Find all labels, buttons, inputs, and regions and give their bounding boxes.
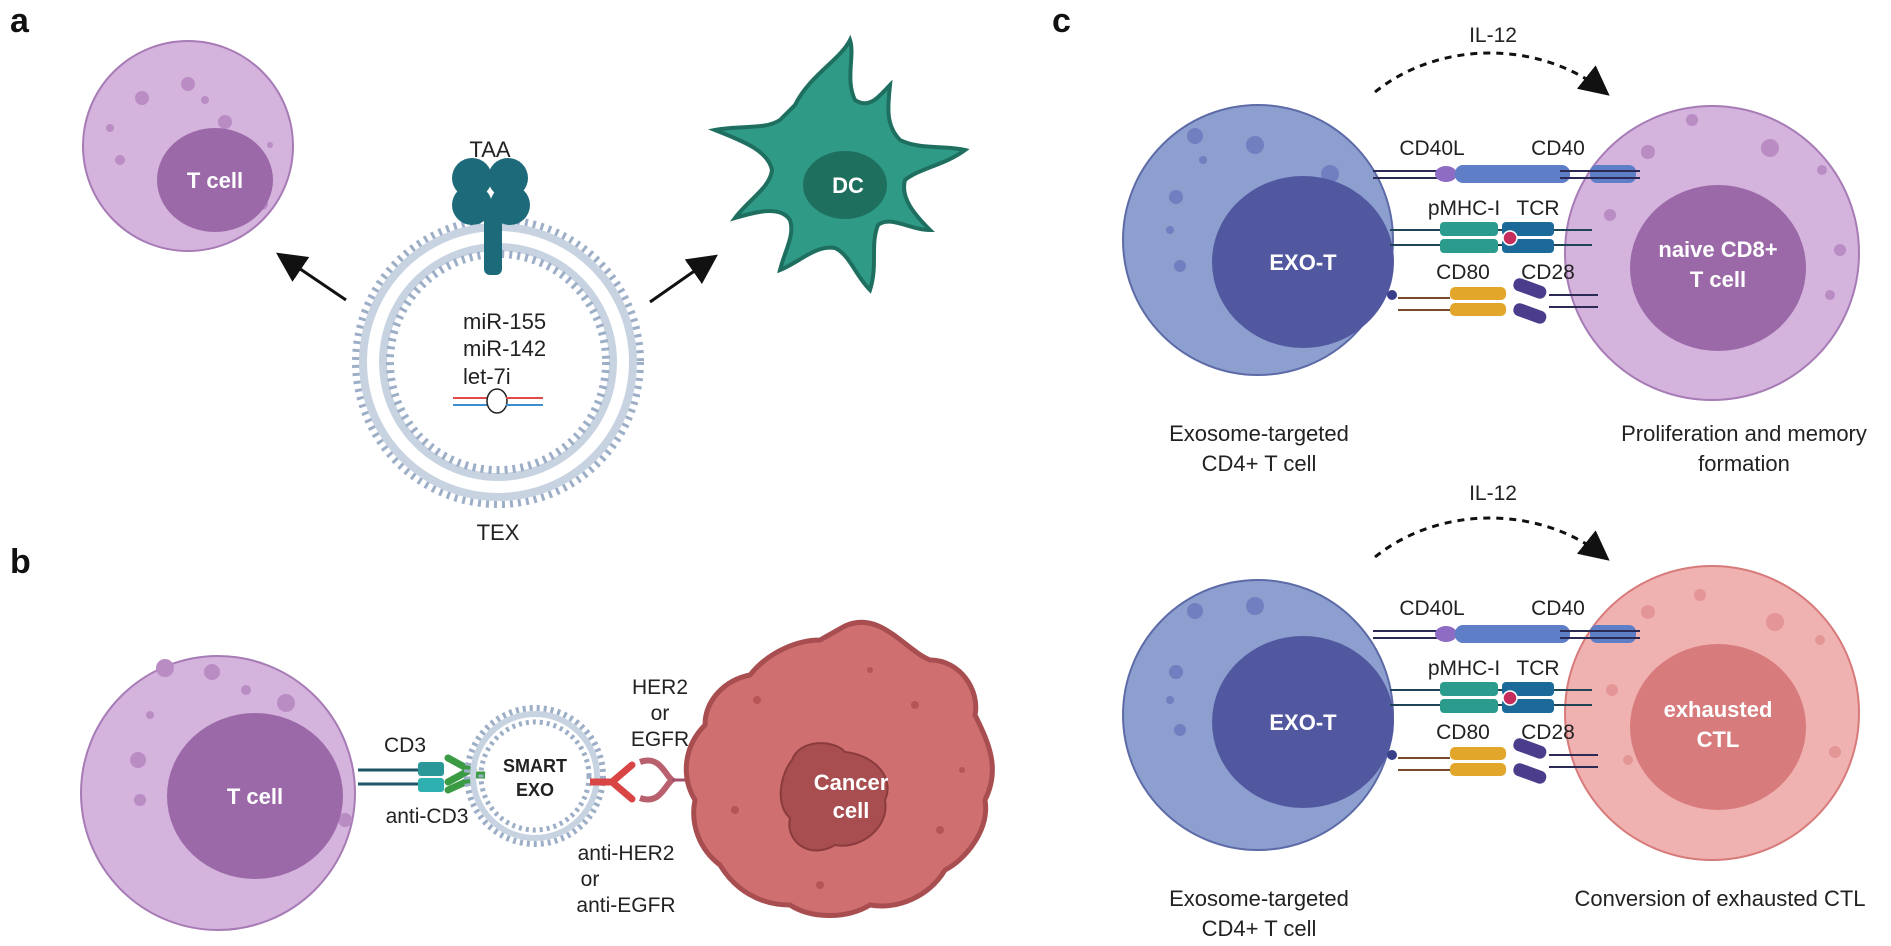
panel-c-label: c [1052,2,1071,40]
arrow-tex-to-tcell [276,252,347,302]
panel-a-mirna-1: miR-155 [463,309,546,334]
cd40-label-top: CD40 [1531,137,1585,160]
cd40l-cd40-interaction-bottom [1373,625,1640,643]
her2-label-3: EGFR [631,728,689,751]
panel-a-dendritic-cell: DC [708,34,970,294]
naive-cd8-label-1: naive CD8+ [1658,237,1777,262]
exo-t-nucleus-bottom [1212,636,1394,808]
panel-a-label: a [10,2,30,40]
panel-a-taa-label: TAA [469,137,510,162]
exhausted-ctl-label-1: exhausted [1664,697,1773,722]
tcr-label-bottom: TCR [1516,657,1559,680]
bottom-right-caption-1: Conversion of exhausted CTL [1574,886,1865,911]
cd80-label-bottom: CD80 [1436,721,1490,744]
cd28-label-bottom: CD28 [1521,721,1575,744]
panel-b-label: b [10,543,31,581]
top-right-caption-2: formation [1698,451,1790,476]
cd40l-label-bottom: CD40L [1399,597,1464,620]
cd80-cd28-interaction-bottom [1387,738,1598,784]
panel-a-tcell: T cell [82,40,294,252]
top-left-caption-2: CD4+ T cell [1202,451,1317,476]
anti-her2-label-2: or [581,868,600,891]
arrow-tex-to-dc [649,254,718,304]
her2-label-1: HER2 [632,676,688,699]
cd80-cd28-interaction-top [1387,278,1598,324]
cd3-label: CD3 [384,734,426,757]
il12-label-top: IL-12 [1469,24,1517,47]
smart-exo: SMART EXO [464,705,606,847]
cancer-cell: Cancer cell [683,619,995,918]
cancer-cell-label-2: cell [833,798,870,823]
panel-a-tcell-label: T cell [187,168,243,193]
tcr-label-top: TCR [1516,197,1559,220]
naive-cd8-label-2: T cell [1690,267,1746,292]
panel-b-tcell: T cell [80,655,356,931]
bottom-left-caption-2: CD4+ T cell [1202,916,1317,941]
il12-label-bottom: IL-12 [1469,482,1517,505]
panel-a-tex-label: TEX [477,520,520,545]
pmhc-tcr-interaction-bottom [1390,682,1592,713]
cd40l-label-top: CD40L [1399,137,1464,160]
pmhc-label-bottom: pMHC-I [1428,657,1500,680]
panel-a-taa-antigen: TAA [452,137,530,275]
cd80-label-top: CD80 [1436,261,1490,284]
panel-a-mirna-2: miR-142 [463,336,546,361]
il12-arrow-bottom [1374,516,1610,561]
anti-cd3-label: anti-CD3 [386,805,469,828]
cd3-receptor [358,762,444,792]
naive-cd8-nucleus [1630,185,1806,351]
anti-her2-label-3: anti-EGFR [576,894,675,917]
mirna-hairpin-icon [453,388,543,414]
exo-t-label-top: EXO-T [1269,250,1337,275]
bottom-left-caption-1: Exosome-targeted [1169,886,1349,911]
smart-exo-label-1: SMART [503,756,567,776]
panel-a-tex-exosome [352,216,644,508]
exhausted-ctl-label-2: CTL [1697,727,1740,752]
cd28-label-top: CD28 [1521,261,1575,284]
pmhc-label-top: pMHC-I [1428,197,1500,220]
exhausted-ctl-nucleus [1630,644,1806,810]
cd40-label-bottom: CD40 [1531,597,1585,620]
panel-a-mirna-3: let-7i [463,364,511,389]
panel-c-bottom: IL-12 EXO-T exhausted CTL CD40L C [1122,482,1866,941]
exo-t-label-bottom: EXO-T [1269,710,1337,735]
exo-t-nucleus-top [1212,176,1394,348]
anti-her2-label-1: anti-HER2 [578,842,675,865]
top-left-caption-1: Exosome-targeted [1169,421,1349,446]
anti-her2-antibody [590,761,636,803]
her2-label-2: or [651,702,670,725]
pmhc-tcr-interaction-top [1390,222,1592,253]
smart-exo-label-2: EXO [516,780,554,800]
panel-b-tcell-label: T cell [227,784,283,809]
top-right-caption-1: Proliferation and memory [1621,421,1867,446]
cd40l-cd40-interaction-top [1373,165,1640,183]
panel-a-dc-label: DC [832,173,864,198]
il12-arrow-top [1374,51,1610,96]
panel-c-top: IL-12 EXO-T naive CD8+ T cell [1122,24,1867,476]
cancer-cell-label-1: Cancer [814,770,889,795]
